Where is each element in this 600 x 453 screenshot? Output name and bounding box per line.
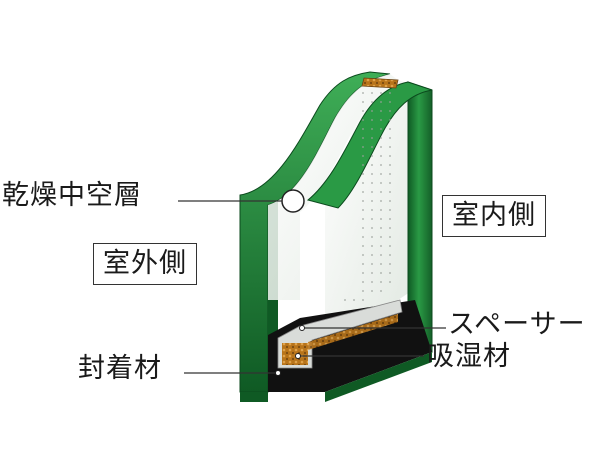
spacer-marker-dot	[299, 325, 305, 331]
spacer-frame	[277, 299, 403, 369]
outdoor-side-label: 室外側	[93, 243, 197, 285]
outer-glass-face	[268, 74, 398, 300]
desiccant-label: 吸湿材	[427, 341, 511, 372]
indoor-side-label: 室内側	[442, 195, 546, 237]
outer-glass-bottom-edge	[240, 392, 268, 402]
air-layer-dots	[340, 86, 398, 310]
dry-air-layer-label: 乾燥中空層	[2, 180, 142, 211]
leader-lines	[178, 200, 446, 374]
desiccant-fill	[282, 343, 308, 365]
sealant-label: 封着材	[78, 353, 162, 384]
spacer-top-slot	[361, 77, 399, 89]
desiccant-marker-dot	[295, 353, 301, 359]
edge-seal-assembly	[240, 299, 432, 402]
outer-glass-edge	[239, 71, 391, 393]
inner-glass-bottom-edge	[325, 352, 432, 402]
desiccant-channel	[308, 314, 398, 350]
spacer-label: スペーサー	[448, 309, 586, 340]
dry-air-layer-marker	[281, 189, 305, 213]
sealant-marker-dot	[275, 370, 281, 376]
